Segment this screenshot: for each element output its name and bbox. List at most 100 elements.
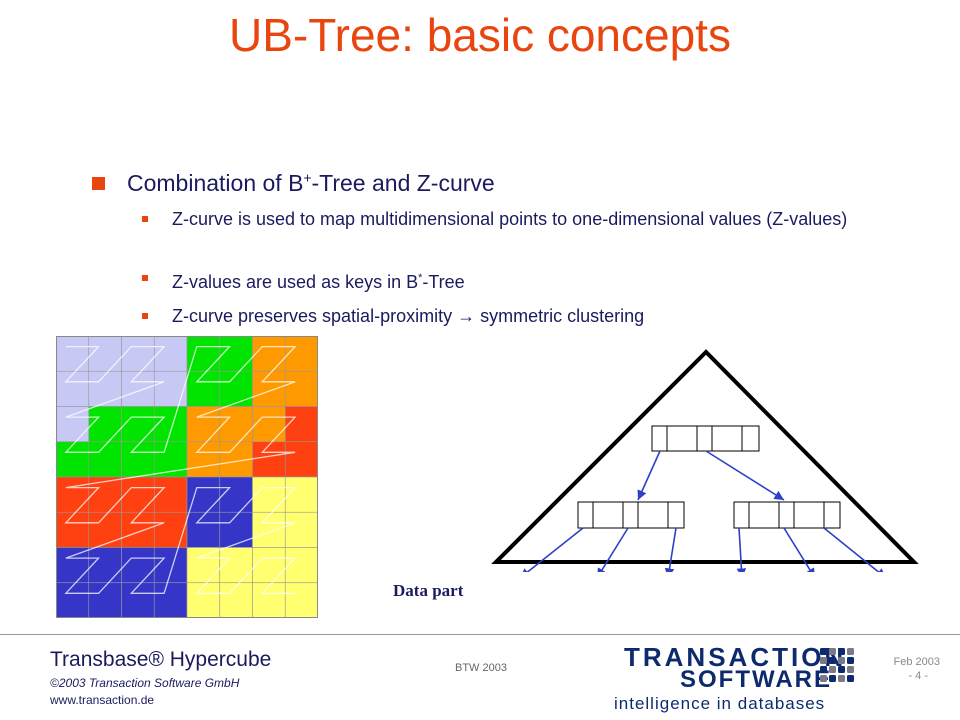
grid-cell: [121, 441, 155, 478]
grid-cell: [56, 547, 90, 584]
footer-url: www.transaction.de: [50, 693, 155, 707]
logo-dot: [838, 657, 845, 664]
grid-cell: [186, 370, 221, 407]
grid-cell: [186, 441, 221, 478]
grid-cell: [252, 582, 286, 618]
main-bullet: Combination of B+-Tree and Z-curve: [92, 170, 495, 197]
grid-cell: [56, 476, 90, 513]
grid-cell: [153, 406, 188, 443]
zcurve-grid-diagram: [56, 336, 318, 618]
grid-cell: [88, 336, 122, 372]
grid-cell: [88, 406, 122, 443]
grid-cell: [219, 370, 253, 407]
grid-cell: [284, 370, 318, 407]
footer-divider: [0, 634, 960, 635]
grid-cell: [121, 336, 155, 372]
grid-cell: [252, 511, 286, 548]
grid-border: [56, 336, 318, 618]
grid-cell: [252, 406, 286, 443]
logo-dot: [829, 675, 836, 682]
grid-cell: [284, 406, 318, 443]
grid-cell: [153, 547, 188, 584]
grid-cell: [56, 511, 90, 548]
logo-dot: [847, 657, 854, 664]
right-inner-node: [733, 501, 841, 529]
grid-cell: [186, 547, 221, 584]
logo-dot: [820, 666, 827, 673]
tree-arrow: [736, 527, 747, 572]
grid-cell: [153, 511, 188, 548]
sub-bullet-text: Z-values are used as keys in B*-Tree: [172, 272, 465, 292]
grid-cell: [219, 582, 253, 618]
sub-bullet-square-icon: [142, 216, 148, 222]
grid-cell: [121, 547, 155, 584]
grid-cell: [252, 370, 286, 407]
logo-dot: [829, 666, 836, 673]
sub-bullet-square-icon: [142, 275, 148, 281]
grid-cell: [153, 336, 188, 372]
grid-cell: [284, 511, 318, 548]
tree-arrow: [664, 527, 677, 572]
grid-cell: [153, 370, 188, 407]
grid-cell: [284, 441, 318, 478]
sub-bullet-text: Z-curve preserves spatial-proximity → sy…: [172, 306, 645, 326]
footer-page-number: - 4 -: [908, 670, 928, 682]
grid-cell: [252, 336, 286, 372]
sub-bullet-text: Z-curve is used to map multidimensional …: [172, 209, 848, 229]
grid-cell: [219, 511, 253, 548]
logo-dot: [847, 675, 854, 682]
z-curve-path: [64, 345, 297, 594]
grid-cell: [56, 582, 90, 618]
slide-title: UB-Tree: basic concepts: [229, 9, 731, 61]
grid-cell: [252, 441, 286, 478]
footer-copyright: ©2003 Transaction Software GmbH: [50, 676, 240, 690]
logo-dot: [847, 666, 854, 673]
logo-dot: [838, 675, 845, 682]
logo-line2: SOFTWARE: [680, 666, 832, 693]
grid-cell: [284, 582, 318, 618]
tree-arrow: [520, 527, 584, 572]
grid-cell: [219, 476, 253, 513]
tree-arrow: [783, 527, 815, 572]
grid-cell: [186, 406, 221, 443]
grid-cell: [56, 441, 90, 478]
logo-dot: [829, 657, 836, 664]
grid-cell: [88, 370, 122, 407]
company-logo-icon: [820, 648, 854, 682]
logo-dot: [820, 675, 827, 682]
grid-cell: [88, 582, 122, 618]
grid-cell: [252, 547, 286, 584]
logo-dot: [847, 648, 854, 655]
grid-cell: [153, 476, 188, 513]
tree-arrow: [705, 450, 785, 501]
tree-arrows: [520, 450, 886, 572]
data-part-label: Data part: [393, 581, 464, 600]
sub-bullet-zvalues-keys: Z-values are used as keys in B*-Tree: [142, 266, 892, 294]
grid-cell: [121, 511, 155, 548]
tree-arrow: [637, 450, 661, 501]
footer-date: Feb 2003: [893, 656, 940, 668]
logo-tagline: intelligence in databases: [614, 694, 826, 713]
grid-cell: [56, 370, 90, 407]
grid-cell: [186, 476, 221, 513]
grid-cell: [219, 336, 253, 372]
grid-cell: [56, 406, 90, 443]
grid-cell: [153, 582, 188, 618]
grid-cell: [88, 511, 122, 548]
bullet-square-icon: [92, 177, 105, 190]
logo-dot: [820, 648, 827, 655]
grid-cell: [284, 336, 318, 372]
grid-cell: [186, 582, 221, 618]
grid-cell: [219, 406, 253, 443]
logo-line1: TRANSACTION: [624, 642, 847, 672]
grid-cell: [284, 476, 318, 513]
grid-cell: [88, 547, 122, 584]
grid-cell: [121, 582, 155, 618]
grid-cell: [121, 476, 155, 513]
grid-cell: [186, 336, 221, 372]
root-node: [651, 425, 760, 452]
footer-product: Transbase® Hypercube: [50, 648, 272, 671]
grid-cell: [121, 370, 155, 407]
sub-bullet-square-icon: [142, 313, 148, 319]
tree-outline: [491, 349, 919, 564]
